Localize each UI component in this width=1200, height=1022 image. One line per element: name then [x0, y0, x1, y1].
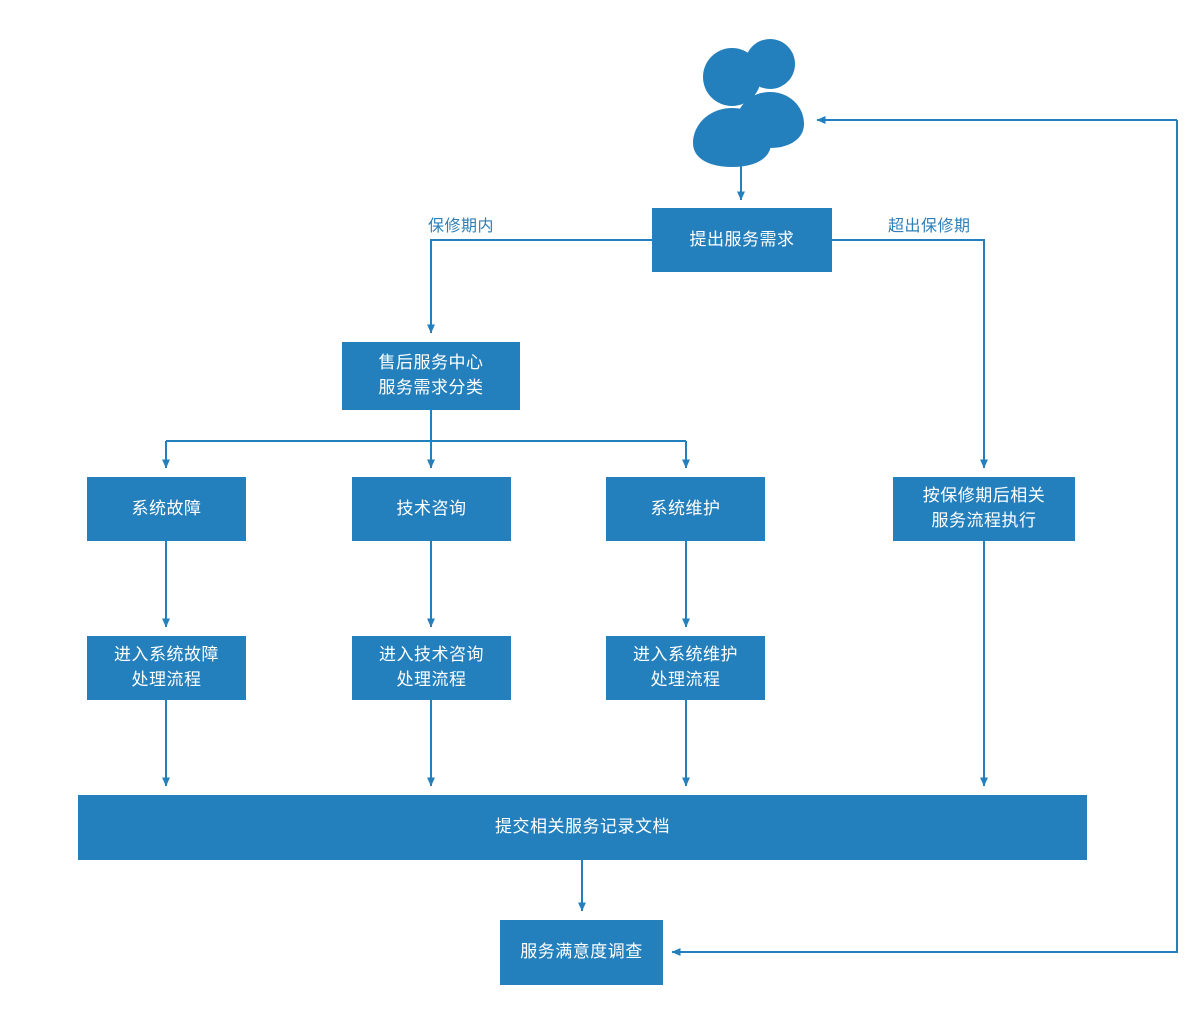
node-system-fault[interactable]: 系统故障 — [87, 477, 246, 541]
people-icon — [693, 39, 804, 167]
edge-request-to-center — [427, 239, 652, 334]
node-service-center[interactable]: 售后服务中心 服务需求分类 — [342, 342, 520, 410]
node-maintain-handling-flow[interactable]: 进入系统维护 处理流程 — [606, 636, 765, 700]
node-post-warranty-process[interactable]: 按保修期后相关 服务流程执行 — [893, 477, 1075, 541]
edge-request-to-post-warranty — [832, 239, 988, 469]
node-fault-handling-flow[interactable]: 进入系统故障 处理流程 — [87, 636, 246, 700]
node-consult-handling-flow[interactable]: 进入技术咨询 处理流程 — [352, 636, 511, 700]
node-submit-service-record[interactable]: 提交相关服务记录文档 — [78, 795, 1087, 860]
edge-label-out-of-warranty: 超出保修期 — [888, 218, 971, 235]
node-satisfaction-survey[interactable]: 服务满意度调查 — [500, 920, 663, 985]
node-request[interactable]: 提出服务需求 — [652, 208, 832, 272]
node-system-maintain[interactable]: 系统维护 — [606, 477, 765, 541]
edge-label-in-warranty: 保修期内 — [428, 218, 495, 235]
node-tech-consult[interactable]: 技术咨询 — [352, 477, 511, 541]
